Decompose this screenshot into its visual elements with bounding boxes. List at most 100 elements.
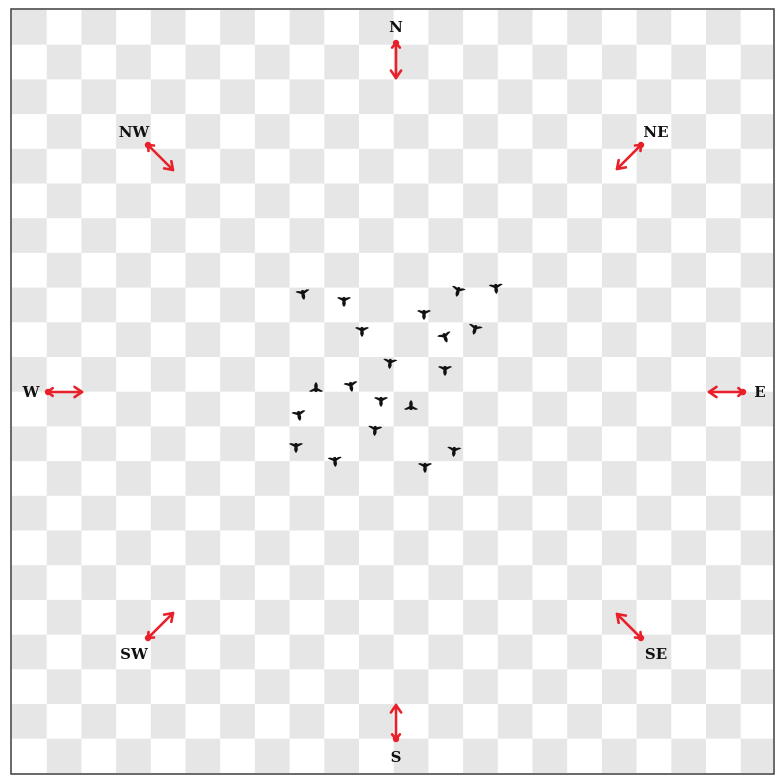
checker-square [671,114,706,149]
checker-square [533,739,568,773]
checker-square [186,669,221,704]
arrow-origin-dot [393,40,399,46]
direction-s-label: S [391,748,402,766]
checker-square [151,10,186,45]
checker-square [47,114,82,149]
checker-square [741,253,773,288]
checker-square [359,635,394,670]
direction-se-label: SE [645,645,667,663]
checker-square [463,739,498,773]
checker-square [567,635,602,670]
arrow-origin-dot [145,142,151,148]
checker-square [394,184,429,219]
checker-square [637,149,672,184]
checker-square [151,79,186,114]
checker-square [741,739,773,773]
checker-square [567,10,602,45]
checker-square [533,253,568,288]
checker-square [47,600,82,635]
checker-square [290,288,325,323]
checker-square [324,392,359,427]
checker-square [255,461,290,496]
checker-square [12,288,47,323]
direction-e-label: E [754,383,765,401]
checker-square [220,565,255,600]
checker-square [12,149,47,184]
bird-head [423,463,426,466]
checker-square [116,739,151,773]
checker-square [463,253,498,288]
bird-body [437,331,454,345]
checker-square [741,461,773,496]
checker-square [394,669,429,704]
checker-square [602,531,637,566]
checker-square [81,288,116,323]
checker-square [220,426,255,461]
checker-square [637,704,672,739]
checker-square [533,392,568,427]
checker-square [463,669,498,704]
checker-square [47,253,82,288]
arrow-origin-dot [145,635,151,641]
checker-square [428,565,463,600]
checker-square [637,79,672,114]
checker-square [706,288,741,323]
checker-square [255,253,290,288]
checker-square [706,357,741,392]
checker-square [602,45,637,80]
checker-square [637,10,672,45]
checker-square [324,461,359,496]
checker-square [567,565,602,600]
checker-square [567,496,602,531]
checker-square [706,496,741,531]
checker-square [533,531,568,566]
checker-square [116,184,151,219]
checker-square [602,669,637,704]
checker-square [567,426,602,461]
checker-square [741,184,773,219]
checker-square [671,253,706,288]
bird-icon [337,297,351,307]
checker-square [151,704,186,739]
checker-square [533,600,568,635]
checker-square [290,565,325,600]
arrow-origin-dot [45,389,51,395]
bird-icon [374,397,388,407]
checker-square [220,635,255,670]
checker-square [567,218,602,253]
checker-square [706,704,741,739]
checker-square [359,288,394,323]
checker-square [498,357,533,392]
checker-square [671,669,706,704]
checker-square [567,79,602,114]
checker-square [671,184,706,219]
checker-square [637,565,672,600]
checker-square [567,149,602,184]
checker-square [324,114,359,149]
checker-square [324,45,359,80]
bird-icon [291,410,307,422]
checker-square [255,392,290,427]
arrow-origin-dot [638,142,644,148]
checker-square [428,79,463,114]
checker-square [602,739,637,773]
checker-square [428,149,463,184]
checker-square [428,704,463,739]
bird-head [443,366,446,369]
checker-square [671,322,706,357]
checker-square [47,461,82,496]
checker-square [151,565,186,600]
checker-square [116,322,151,357]
checker-square [463,45,498,80]
checker-square [671,531,706,566]
checker-square [359,149,394,184]
checker-square [533,322,568,357]
checker-square [498,10,533,45]
checker-square [47,184,82,219]
checker-square [255,114,290,149]
checker-square [116,600,151,635]
checker-square [255,739,290,773]
checker-square [186,114,221,149]
checker-square [324,253,359,288]
checker-square [220,218,255,253]
